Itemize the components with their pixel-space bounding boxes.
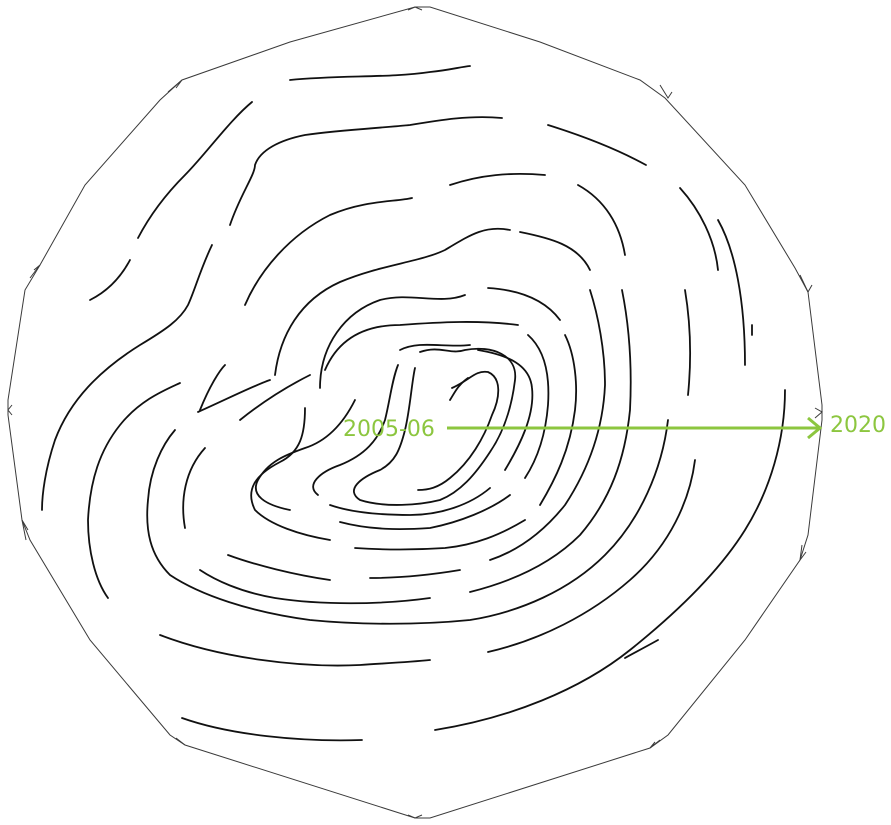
ring-4 — [325, 322, 518, 370]
ring-10d — [435, 390, 785, 730]
ring-10c — [182, 718, 362, 740]
ring-5 — [320, 295, 465, 388]
ring-8d — [685, 290, 690, 395]
ring-5d — [355, 520, 525, 550]
ring-6 — [275, 229, 510, 375]
ring-9c — [88, 383, 180, 598]
timeline-end-label: 2020 — [830, 413, 886, 438]
ring-7g — [240, 375, 310, 420]
ring-4b — [525, 335, 548, 478]
ring-9d — [160, 635, 430, 666]
ring-10b — [90, 260, 130, 300]
ring-9e — [488, 460, 695, 652]
timeline-start-label: 2005-06 — [343, 417, 435, 442]
ring-7d — [470, 290, 631, 592]
ring-5b — [488, 288, 560, 320]
ring-7b — [450, 174, 545, 185]
ring-8c — [680, 188, 718, 270]
ring-10 — [290, 66, 470, 80]
timeline-arrow — [447, 418, 820, 438]
ring-6b — [520, 232, 590, 270]
ring-6f — [198, 380, 270, 412]
ring-6e — [228, 555, 330, 580]
ring-5e — [251, 408, 330, 540]
ring-8f — [200, 365, 225, 410]
log-outline — [8, 7, 822, 818]
ring-9b — [42, 245, 212, 510]
ring-7c — [578, 185, 625, 255]
ring-3b — [478, 350, 532, 470]
ring-6c — [490, 290, 605, 560]
ring-8b — [548, 125, 646, 165]
ring-7e — [200, 570, 430, 603]
ring-7f — [183, 448, 205, 528]
ring-9 — [138, 102, 252, 238]
growth-rings — [42, 66, 785, 740]
ring-9f — [718, 220, 745, 365]
ring-8 — [230, 117, 502, 225]
ring-6d — [370, 570, 460, 578]
